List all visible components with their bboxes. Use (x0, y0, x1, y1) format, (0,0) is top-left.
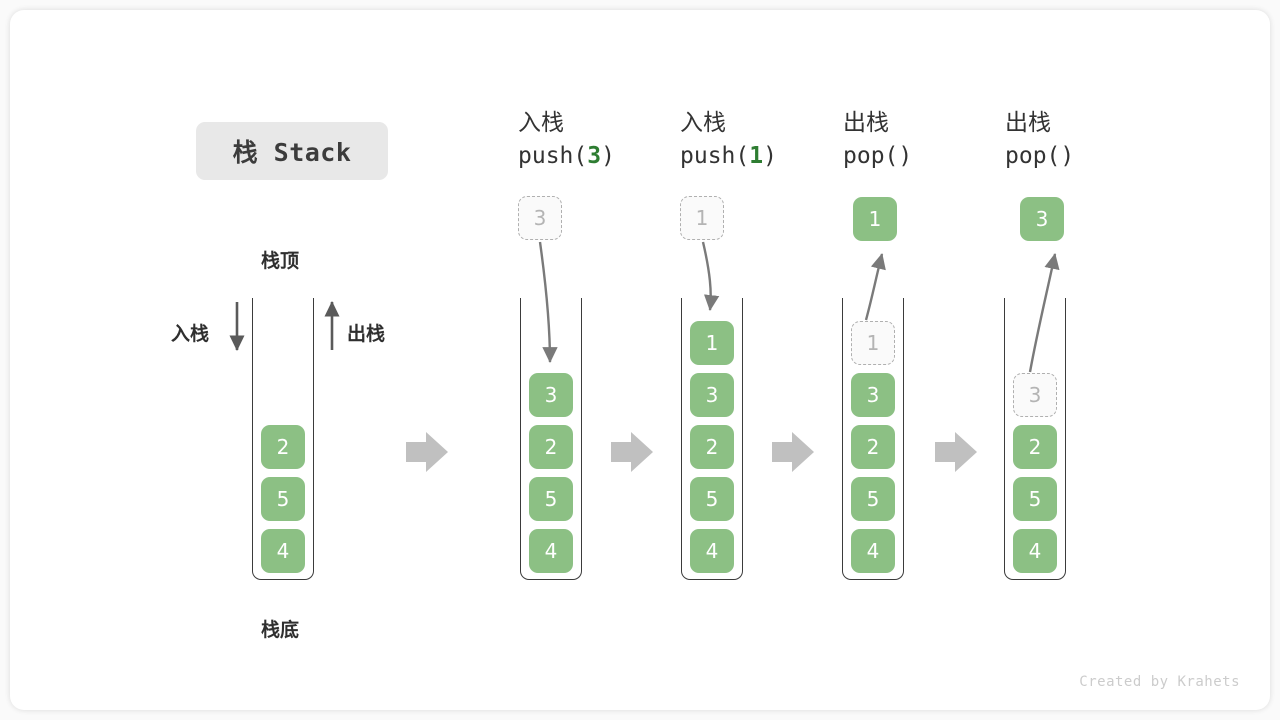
step-op-code: push(3) (518, 138, 615, 174)
flow-arrow-right-4 (935, 432, 977, 472)
floating-cell-4: 3 (1020, 197, 1064, 241)
popped-ghost-cell-4: 3 (1013, 373, 1057, 417)
flow-arrow-right-1 (406, 432, 448, 472)
step-header-4: 出栈 pop() (1005, 108, 1074, 174)
stack-cell: 2 (261, 425, 305, 469)
step-op-code-suffix: ) (898, 143, 913, 169)
flow-arrow-right-3 (772, 432, 814, 472)
step-op-cn: 出栈 (843, 110, 889, 136)
step-op-cn: 入栈 (680, 110, 726, 136)
step-header-2: 入栈 push(1) (680, 108, 777, 174)
step-op-code-value: 1 (749, 143, 764, 169)
stack-cell: 5 (690, 477, 734, 521)
stack-cell: 4 (690, 529, 734, 573)
step-op-cn: 出栈 (1005, 110, 1051, 136)
stack-cell: 3 (851, 373, 895, 417)
stack-cell: 4 (851, 529, 895, 573)
stack-cell: 1 (690, 321, 734, 365)
stack-top-label: 栈顶 (261, 250, 300, 272)
stack-container-1 (520, 298, 582, 580)
stack-cell: 3 (529, 373, 573, 417)
stack-cell: 2 (1013, 425, 1057, 469)
stack-cell: 5 (851, 477, 895, 521)
step-op-code-prefix: pop( (843, 143, 899, 169)
step-op-code-suffix: ) (763, 143, 777, 169)
stack-cell: 4 (1013, 529, 1057, 573)
flow-arrow-right-2 (611, 432, 653, 472)
stack-container-initial (252, 298, 314, 580)
floating-cell-3: 1 (853, 197, 897, 241)
stack-cell: 4 (529, 529, 573, 573)
step-op-code-prefix: pop( (1005, 143, 1061, 169)
step-op-code-prefix: push( (680, 143, 750, 169)
stack-cell: 5 (529, 477, 573, 521)
footer-credit: Created by Krahets (1079, 674, 1240, 690)
stack-cell: 2 (690, 425, 734, 469)
stack-bottom-label: 栈底 (261, 619, 300, 641)
step-op-cn: 入栈 (518, 110, 564, 136)
step-header-1: 入栈 push(3) (518, 108, 615, 174)
step-op-code-suffix: ) (601, 143, 615, 169)
title-badge: 栈 Stack (196, 122, 388, 180)
diagram-card: 栈 Stack 栈顶 栈底 入栈 出栈 2 5 4 入栈 push(3) 3 3… (10, 10, 1270, 710)
step-header-3: 出栈 pop() (843, 108, 912, 174)
floating-cell-2: 1 (680, 196, 724, 240)
step-op-code-prefix: push( (518, 143, 588, 169)
push-label-left: 入栈 (171, 323, 210, 345)
stack-cell: 2 (529, 425, 573, 469)
step-op-code-suffix: ) (1060, 143, 1075, 169)
step-op-code: push(1) (680, 138, 777, 174)
stack-cell: 3 (690, 373, 734, 417)
stack-cell: 4 (261, 529, 305, 573)
floating-cell-1: 3 (518, 196, 562, 240)
stack-container-2 (681, 298, 743, 580)
pop-label-left: 出栈 (347, 323, 386, 345)
stack-cell: 5 (1013, 477, 1057, 521)
step-op-code-value: 3 (587, 143, 602, 169)
step-op-code: pop() (843, 138, 912, 174)
step-op-code: pop() (1005, 138, 1074, 174)
stack-cell: 2 (851, 425, 895, 469)
stack-container-4 (1004, 298, 1066, 580)
stack-cell: 5 (261, 477, 305, 521)
stack-container-3 (842, 298, 904, 580)
arrows-overlay (229, 241, 1060, 472)
popped-ghost-cell-3: 1 (851, 321, 895, 365)
title-badge-label: 栈 Stack (232, 138, 352, 167)
